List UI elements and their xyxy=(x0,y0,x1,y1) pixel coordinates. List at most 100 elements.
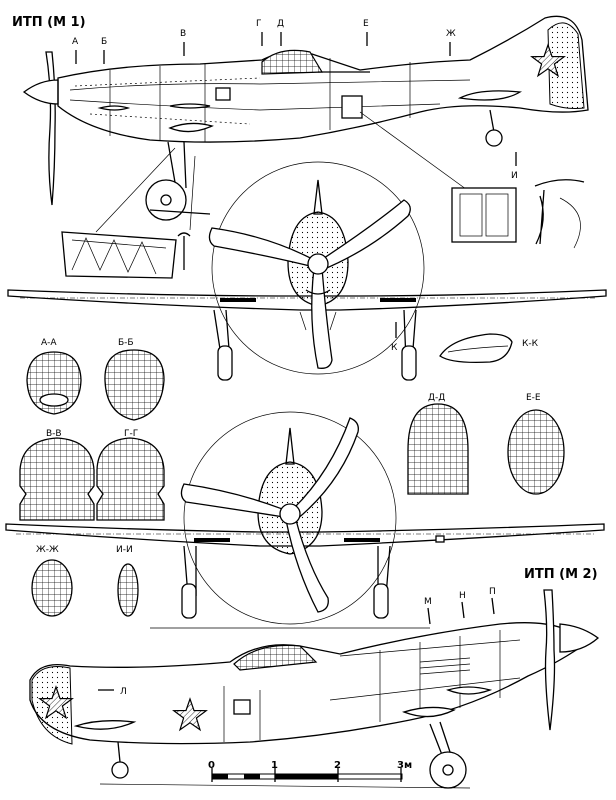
station-m: М xyxy=(424,597,432,607)
door-swing-arc xyxy=(559,197,581,249)
section-dd-shape xyxy=(407,403,469,495)
station-e: Е xyxy=(363,19,369,29)
blade-upper-right-m2 xyxy=(289,417,359,521)
star-m2-fuselage xyxy=(173,698,207,731)
gear-strut-m1 xyxy=(167,141,187,189)
hatch-small-m1 xyxy=(215,87,231,101)
ground-line-m1 xyxy=(149,209,211,215)
section-aa-label: А-А xyxy=(41,338,57,348)
fuselage-m1 xyxy=(57,15,589,143)
marker-l: Л xyxy=(120,687,127,697)
blade-lower-m1 xyxy=(311,267,333,369)
wheel-right-m2 xyxy=(373,583,389,619)
pitot-m2 xyxy=(435,535,445,543)
door-detail xyxy=(534,179,585,245)
section-kk-label: К-К xyxy=(522,339,539,349)
station-d: Д xyxy=(277,19,284,29)
section-vv-label: В-В xyxy=(46,429,62,439)
truss-detail xyxy=(61,231,177,279)
title-m2: ИТП (М 2) xyxy=(524,567,598,582)
section-zhzh-shape xyxy=(31,559,73,617)
section-ii-shape xyxy=(117,563,139,617)
propeller-m1-side xyxy=(45,51,56,206)
hatch-m2 xyxy=(233,699,251,715)
fin-front-m1 xyxy=(313,179,323,215)
detail-insets xyxy=(61,111,585,279)
section-ee-label: Е-Е xyxy=(526,393,541,403)
front-view-m1: К xyxy=(7,161,607,381)
panel-lines-m2 xyxy=(223,630,521,742)
intake-m1 xyxy=(305,289,331,295)
flap-right-m1 xyxy=(380,298,416,302)
rudder-m1 xyxy=(547,22,585,109)
wheel-right-m1 xyxy=(401,345,417,381)
strut-detail xyxy=(177,232,191,270)
leader-truss xyxy=(95,147,196,233)
canopy-m1 xyxy=(261,49,324,75)
station-ticks-m2 xyxy=(427,597,495,625)
hatch-detail-left xyxy=(459,193,483,237)
section-ee-shape xyxy=(507,409,565,495)
scale-bar-seg-2 xyxy=(244,774,260,779)
cross-sections-right: Д-Д Е-Е xyxy=(407,393,565,495)
spinner-m1-side xyxy=(22,79,59,105)
station-ticks-m1 xyxy=(75,32,451,64)
section-kk: К-К xyxy=(439,333,539,364)
scale-bar-seg-3 xyxy=(275,774,338,779)
blade-left-m1 xyxy=(208,227,319,269)
wing-root-m1 xyxy=(168,122,214,133)
section-zhzh-label: Ж-Ж xyxy=(36,545,59,555)
wheel-left-m2 xyxy=(181,583,197,619)
tailwheel-m1 xyxy=(485,129,503,147)
intake-m2 xyxy=(446,686,493,695)
side-view-m2: М Н П Л xyxy=(29,587,600,789)
panel-lines-m1 xyxy=(69,58,471,142)
flap-left-m2 xyxy=(194,538,230,542)
section-gg-shape xyxy=(96,437,165,521)
tailwheel-m2 xyxy=(111,761,129,779)
tailwheel-strut-m1 xyxy=(489,109,495,133)
section-bb-label: Б-Б xyxy=(118,338,134,348)
station-b: Б xyxy=(101,37,107,47)
section-aa-inner xyxy=(39,393,69,407)
flap-right-m2 xyxy=(344,538,380,542)
hatch-detail xyxy=(451,187,517,243)
station-p: П xyxy=(489,587,496,597)
truss-members xyxy=(71,237,167,275)
wing-front-m2 xyxy=(5,523,605,547)
marker-k: К xyxy=(391,343,398,353)
main-wheel-hub-m2 xyxy=(442,764,454,776)
section-bb-shape xyxy=(104,349,165,421)
scale-tick-0: 0 xyxy=(208,760,215,771)
exhaust-m1 xyxy=(97,105,131,111)
exhaust-stacks-m2 xyxy=(419,657,471,675)
fin-front-m2 xyxy=(285,427,295,465)
blade-lower-m2 xyxy=(285,519,329,613)
title-m1: ИТП (М 1) xyxy=(12,15,86,30)
rivet-lines-m1 xyxy=(74,77,261,125)
station-zh: Ж xyxy=(446,29,456,39)
scale-tick-3: 3м xyxy=(397,760,412,771)
tailwheel-strut-m2 xyxy=(117,741,121,763)
tailplane-m2 xyxy=(73,720,137,730)
section-kk-chord xyxy=(447,345,509,353)
ground-line-m2 xyxy=(99,783,471,789)
scale-tick-1: 1 xyxy=(271,760,278,771)
spinner-front-m2 xyxy=(279,503,301,525)
scale-tick-2: 2 xyxy=(334,760,341,771)
leader-hatch xyxy=(359,111,471,193)
propeller-m2-side xyxy=(543,589,556,731)
blade-left-m2 xyxy=(180,483,291,519)
canopy-m2 xyxy=(233,644,318,671)
hatch-large-m1 xyxy=(341,95,363,119)
section-ii-label: И-И xyxy=(116,545,133,555)
flap-left-m1 xyxy=(220,298,256,302)
front-view-m2 xyxy=(5,411,605,629)
section-gg-label: Г-Г xyxy=(124,429,138,439)
section-dd-label: Д-Д xyxy=(428,393,445,403)
gear-legs-m1 xyxy=(213,309,417,363)
wheel-left-m1 xyxy=(217,345,233,381)
blade-upper-right-m1 xyxy=(317,199,411,271)
wing-root-m2 xyxy=(402,706,456,718)
